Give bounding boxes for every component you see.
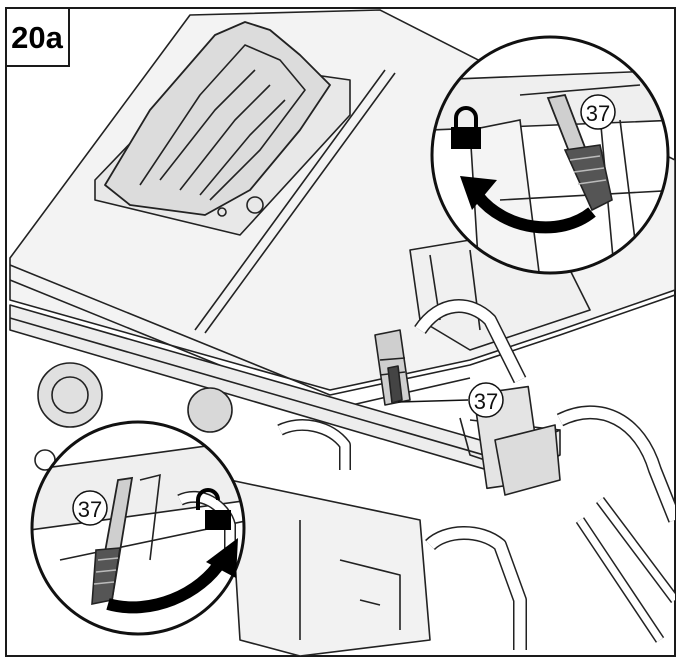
callout-37-unlock: 37	[78, 497, 102, 522]
rotate-arrow-icon	[106, 556, 228, 614]
callout-37-unlock-circle	[72, 490, 108, 526]
figure-label: 20a	[11, 20, 63, 55]
callout-37-lock: 37	[586, 101, 610, 126]
arrow-head	[206, 538, 238, 578]
figure-label-box: 20a	[5, 7, 70, 67]
callout-37-lock-circle	[580, 94, 616, 130]
callout-37-main: 37	[474, 389, 498, 414]
padlock-open-icon	[196, 488, 231, 530]
unlock-detail-inset: 37	[30, 420, 246, 636]
rotate-arrow-icon	[473, 192, 596, 234]
padlock-closed-icon	[451, 106, 481, 149]
callout-37-main-circle	[468, 382, 504, 418]
lock-detail-inset: 37	[430, 35, 670, 275]
arrow-head	[460, 176, 497, 210]
